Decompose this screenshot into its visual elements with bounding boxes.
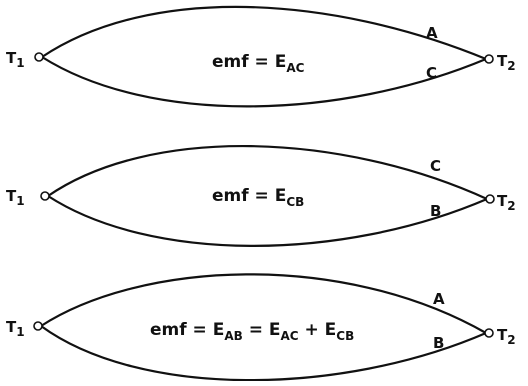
junction-left-3 xyxy=(33,321,43,331)
wire-upper-3 xyxy=(40,273,487,334)
wire-lower-1 xyxy=(41,56,487,108)
wire-label-lower-2: B xyxy=(430,202,441,220)
junction-right-1 xyxy=(484,54,494,64)
emf-equation-2: emf = ECB xyxy=(212,186,304,209)
emf-equation-3: emf = EAB = EAC + ECB xyxy=(150,320,354,343)
wire-lower-3 xyxy=(40,325,487,382)
wire-label-lower-1: C xyxy=(426,64,437,82)
junction-right-label-3: T2 xyxy=(497,326,516,347)
wire-label-lower-3: B xyxy=(433,334,444,352)
junction-right-2 xyxy=(485,194,495,204)
wire-label-upper-3: A xyxy=(433,290,445,308)
thermocouple-circuit-1: T1 T2 A C emf = EAC xyxy=(6,5,516,108)
junction-right-3 xyxy=(484,328,494,338)
junction-right-label-2: T2 xyxy=(497,192,516,213)
wire-upper-1 xyxy=(41,5,487,61)
junction-left-label-2: T1 xyxy=(6,187,25,208)
wire-label-upper-1: A xyxy=(426,24,438,42)
wire-label-upper-2: C xyxy=(430,157,441,175)
emf-equation-1: emf = EAC xyxy=(212,52,305,75)
junction-left-label-3: T1 xyxy=(6,318,25,339)
junction-left-label-1: T1 xyxy=(6,49,25,70)
thermocouple-circuit-2: T1 T2 C B emf = ECB xyxy=(6,145,516,247)
thermocouple-circuit-3: T1 T2 A B emf = EAB = EAC + ECB xyxy=(6,273,516,382)
wire-lower-2 xyxy=(47,195,488,247)
junction-right-label-1: T2 xyxy=(497,52,516,73)
junction-left-1 xyxy=(34,52,44,62)
wire-upper-2 xyxy=(47,145,488,201)
junction-left-2 xyxy=(40,191,50,201)
